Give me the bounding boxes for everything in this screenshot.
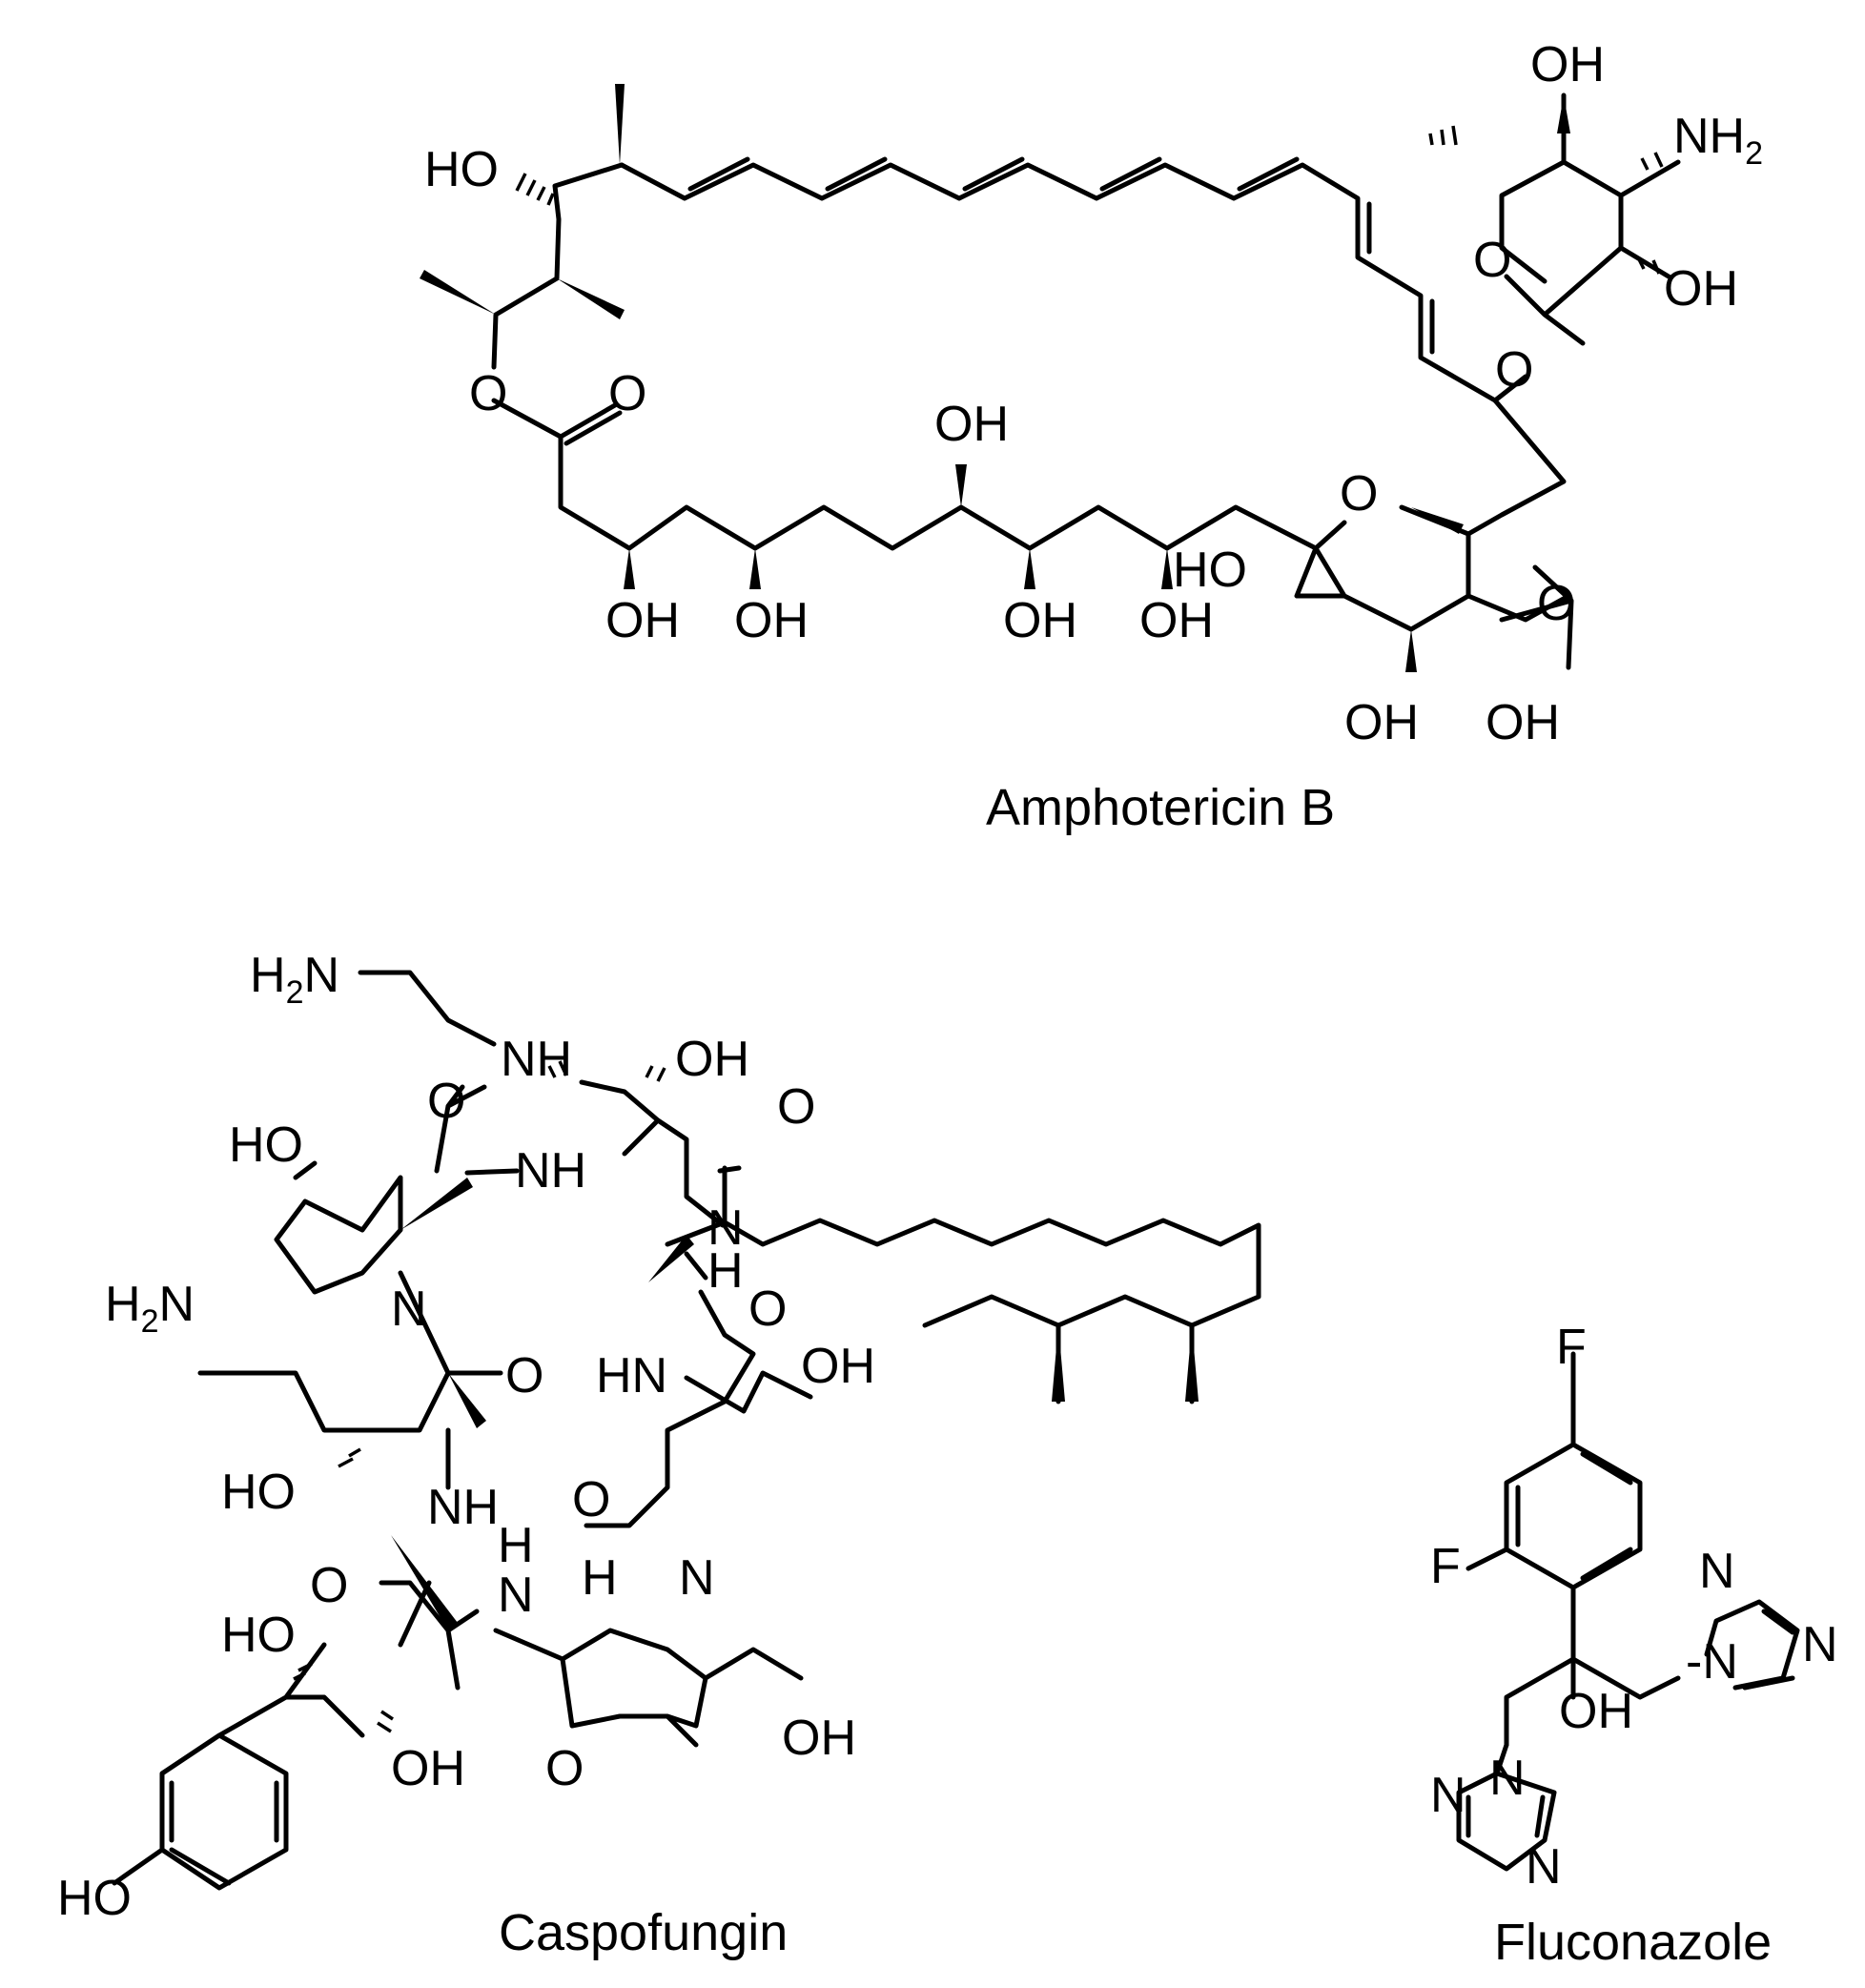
atom-oh: OH [1344, 695, 1419, 750]
amphotericin-b-structure: HO O O OH OH OH OH OH HO O OH OH O O O O… [420, 37, 1763, 836]
atom-oh: OH [675, 1032, 749, 1087]
fluconazole-structure: F F N N -N OH N N N Fluconazole [1430, 1320, 1838, 1971]
atom-n: -N [1686, 1634, 1738, 1690]
atom-o-sugar: O [1473, 233, 1511, 288]
atom-o: O [572, 1472, 610, 1527]
atom-oh: OH [391, 1741, 465, 1796]
atom-o: O [1537, 576, 1575, 631]
atom-oh: OH [1530, 37, 1605, 92]
atom-oh: OH [1559, 1684, 1633, 1739]
atom-n: N [707, 1200, 744, 1256]
atom-ho: HO [1173, 543, 1247, 598]
atom-n: N [679, 1550, 715, 1606]
atom-n: N [498, 1568, 534, 1623]
atom-ho: HO [221, 1465, 296, 1520]
atom-oh: OH [782, 1711, 856, 1766]
atom-nh: NH [427, 1480, 499, 1535]
atom-oh: OH [1664, 261, 1738, 317]
atom-oh: OH [1139, 593, 1214, 648]
atom-oh: OH [605, 593, 680, 648]
atom-ho: HO [424, 142, 499, 197]
compound-name-fluconazole: Fluconazole [1494, 1914, 1772, 1971]
atom-oh: OH [734, 593, 809, 648]
atom-o: O [310, 1558, 348, 1613]
atom-o: O [505, 1348, 543, 1404]
atom-nh2: NH2 [1673, 109, 1763, 172]
atom-n: N [1430, 1768, 1466, 1823]
atom-o: O [545, 1741, 584, 1796]
atom-h: H [498, 1518, 534, 1573]
atom-n: N [1802, 1617, 1838, 1672]
atom-oh: OH [1486, 695, 1560, 750]
atom-oh: OH [1003, 593, 1077, 648]
atom-o-ring: O [1340, 466, 1378, 522]
caspofungin-structure: H2N NH OH O HO NH O N H H2N N O O HN OH … [57, 948, 1261, 1961]
atom-h: H [707, 1243, 744, 1299]
atom-h2n: H2N [105, 1277, 195, 1340]
compound-name-caspofungin: Caspofungin [499, 1904, 788, 1961]
atom-ho: HO [57, 1871, 132, 1926]
compound-name-amphotericin: Amphotericin B [986, 779, 1335, 836]
atom-ho: HO [229, 1117, 303, 1173]
atom-o: O [777, 1079, 815, 1135]
atom-n: N [1699, 1544, 1735, 1599]
atom-ho: HO [221, 1608, 296, 1663]
atom-hn: HN [596, 1348, 667, 1404]
atom-n: N [1489, 1751, 1526, 1806]
atom-o: O [427, 1074, 465, 1129]
sugar-hash-bonds [1428, 125, 1664, 275]
atom-h2n: H2N [250, 948, 339, 1011]
atom-nh: NH [515, 1143, 586, 1199]
atom-n: N [1526, 1839, 1562, 1895]
atom-oh: OH [801, 1339, 875, 1394]
atom-o: O [748, 1281, 787, 1337]
atom-n: N [391, 1281, 427, 1337]
atom-f: F [1556, 1320, 1587, 1375]
hash-bond [515, 173, 555, 206]
atom-f: F [1430, 1539, 1461, 1594]
atom-oh: OH [934, 397, 1009, 452]
atom-o: O [608, 366, 646, 421]
atom-o: O [469, 366, 507, 421]
atom-nh: NH [501, 1032, 572, 1087]
atom-o: O [1495, 342, 1533, 398]
atom-h: H [582, 1550, 618, 1606]
